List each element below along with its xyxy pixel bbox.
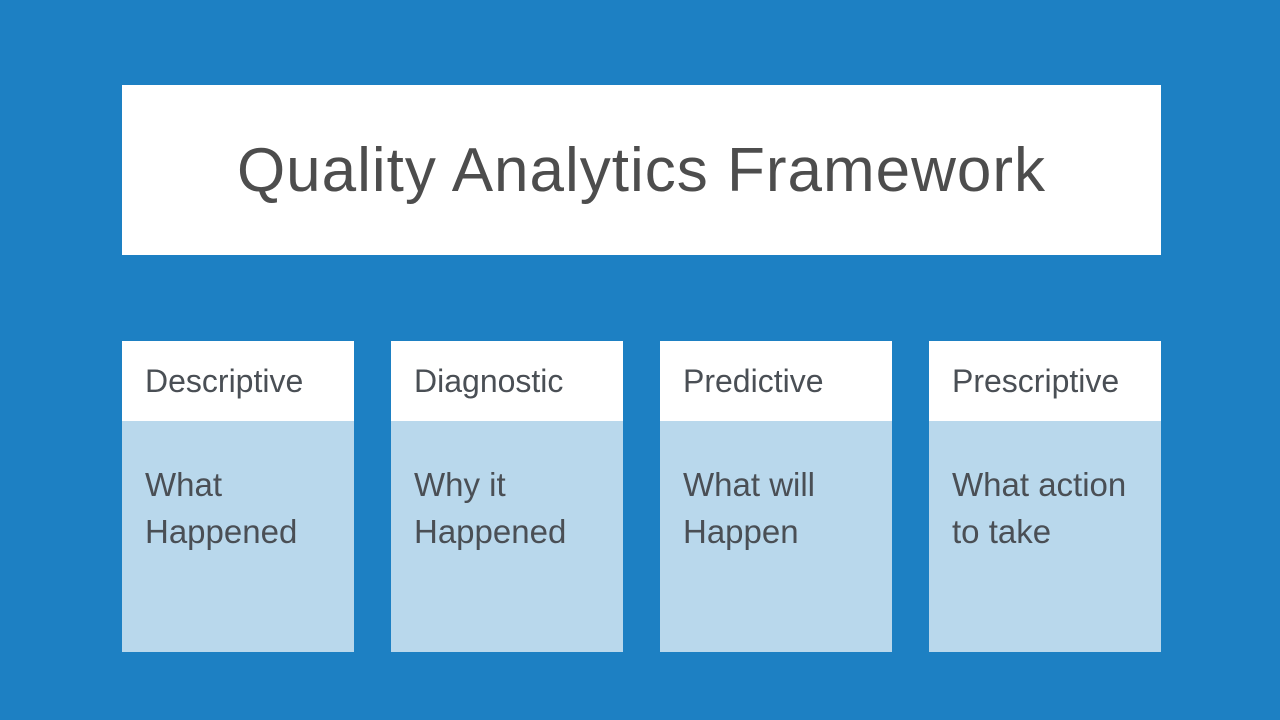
analytics-card-row: Descriptive What Happened Diagnostic Why… [122,341,1161,652]
card-body: Why it Happened [391,421,623,652]
card-diagnostic: Diagnostic Why it Happened [391,341,623,652]
card-prescriptive: Prescriptive What action to take [929,341,1161,652]
card-body: What Happened [122,421,354,652]
card-header: Prescriptive [929,341,1161,421]
card-header: Diagnostic [391,341,623,421]
card-body: What action to take [929,421,1161,652]
card-body-label: What will Happen [683,466,816,550]
card-body-label: What action to take [952,466,1127,550]
card-body-label: Why it Happened [414,466,567,550]
slide-title: Quality Analytics Framework [236,135,1047,205]
title-banner: Quality Analytics Framework [122,85,1161,255]
card-body: What will Happen [660,421,892,652]
card-header-label: Descriptive [145,362,304,399]
card-header-label: Prescriptive [952,362,1120,399]
card-header-label: Diagnostic [414,362,564,399]
card-body-label: What Happened [145,466,298,550]
card-header: Descriptive [122,341,354,421]
card-header-label: Predictive [683,362,824,399]
card-header: Predictive [660,341,892,421]
card-predictive: Predictive What will Happen [660,341,892,652]
card-descriptive: Descriptive What Happened [122,341,354,652]
